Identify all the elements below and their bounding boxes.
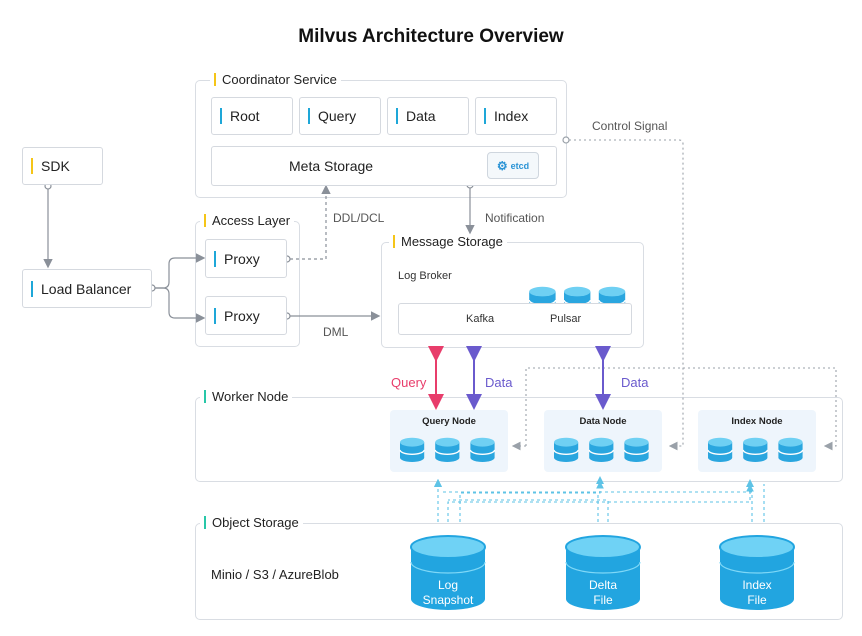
accent-bar [204, 214, 206, 227]
accent-bar [484, 108, 486, 124]
accent-bar [31, 280, 33, 297]
control-signal-label: Control Signal [592, 119, 668, 133]
coordinator-service-title: Coordinator Service [210, 72, 341, 87]
kafka-label: Kafka [466, 313, 495, 325]
accent-bar [220, 108, 222, 124]
ddl-dcl-label: DDL/DCL [333, 211, 385, 225]
root-coordinator-box: Root [211, 97, 293, 135]
notification-label: Notification [485, 211, 545, 225]
index-node-cylinders [707, 437, 804, 463]
kafka-pulsar-box [398, 303, 632, 335]
object-storage-links [434, 478, 765, 522]
index-node-title: Index Node [731, 416, 783, 427]
proxy-box-2: Proxy [205, 296, 287, 335]
object-storage-link-arrowheads [434, 476, 754, 487]
lb-to-proxy1-edge [155, 253, 206, 289]
query-node-cylinders [399, 437, 496, 463]
delta-file-cylinder [565, 535, 641, 610]
query-coordinator-box: Query [299, 97, 381, 135]
accent-bar [308, 108, 310, 124]
index-coordinator-box: Index [475, 97, 557, 135]
accent-bar [393, 235, 395, 248]
lb-to-proxy2-edge [155, 287, 206, 323]
query-node-title: Query Node [422, 416, 476, 427]
load-balancer-box: Load Balancer [22, 269, 152, 308]
etcd-icon: ⚙ [496, 158, 508, 173]
dml-label: DML [323, 325, 349, 339]
accent-bar [214, 73, 216, 86]
message-storage-title: Message Storage [389, 234, 507, 249]
object-storage-title: Object Storage [200, 515, 303, 530]
accent-bar [31, 158, 33, 174]
etcd-badge: ⚙etcd [487, 152, 539, 179]
diagram-title: Milvus Architecture Overview [298, 26, 564, 47]
data-coordinator-box: Data [387, 97, 469, 135]
proxy-box-1: Proxy [205, 239, 287, 278]
control-to-data-node-edge [569, 139, 684, 451]
data-label-1: Data [485, 375, 513, 390]
worker-node-title: Worker Node [200, 389, 293, 404]
accent-bar [396, 108, 398, 124]
accent-bar [204, 516, 206, 529]
control-to-index-node-edge [525, 367, 837, 451]
access-layer-title: Access Layer [200, 213, 295, 228]
accent-bar [204, 390, 206, 403]
sdk-box: SDK [22, 147, 103, 185]
log-snapshot-cylinder [410, 535, 486, 610]
log-broker-label: Log Broker [398, 270, 452, 282]
index-file-cylinder [719, 535, 795, 610]
storage-backends-label: Minio / S3 / AzureBlob [211, 567, 339, 582]
accent-bar [214, 307, 216, 324]
data-node-cylinders [553, 437, 650, 463]
ddl-dcl-edge [290, 184, 331, 260]
pulsar-label: Pulsar [550, 313, 582, 325]
data-node-title: Data Node [579, 416, 627, 427]
query-label: Query [391, 375, 427, 390]
data-label-2: Data [621, 375, 649, 390]
accent-bar [214, 250, 216, 267]
control-port [562, 136, 570, 144]
